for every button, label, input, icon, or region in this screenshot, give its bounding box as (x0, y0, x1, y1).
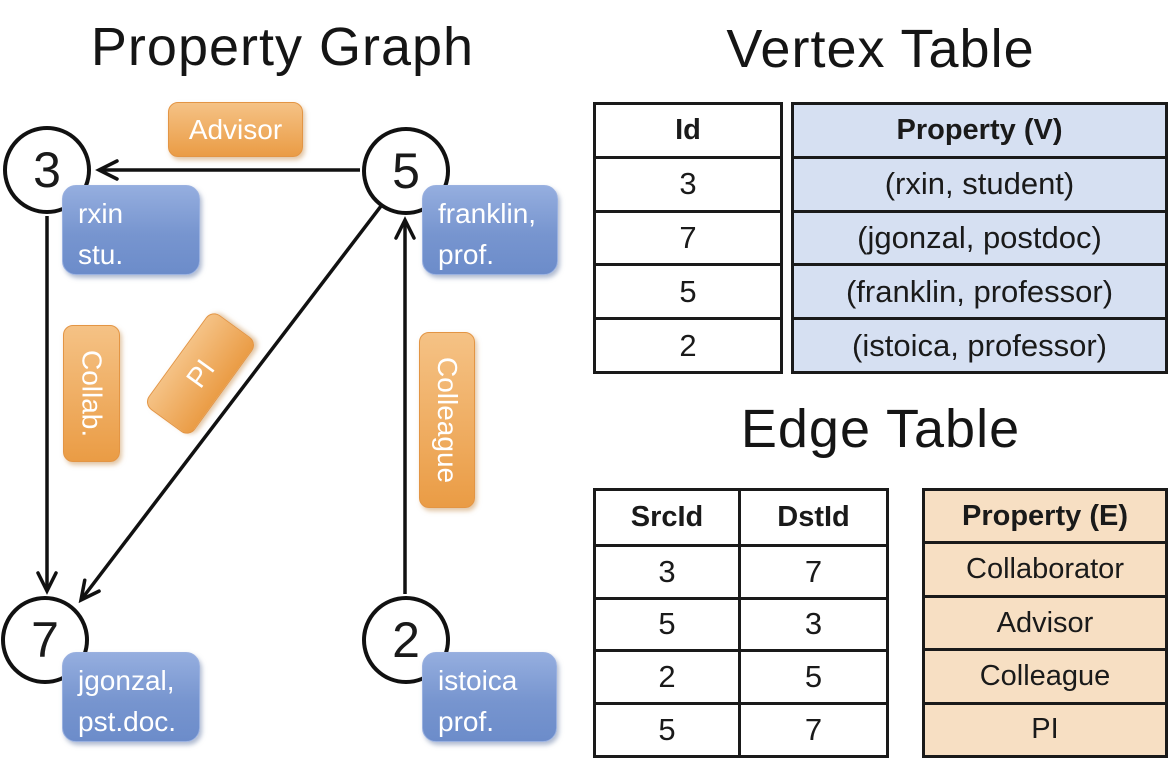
edge-label-text: PI (179, 353, 221, 394)
node-7-label: 7 (31, 612, 59, 668)
vertex-table-id-cell: 5 (596, 263, 780, 317)
vertex-table-property-cell: (rxin, student) (794, 155, 1165, 210)
vertex-property-box-istoica: istoica prof. (422, 652, 557, 742)
vertex-table-id-cell: 7 (596, 209, 780, 264)
vertex-table-property-header: Property (V) (794, 105, 1165, 156)
edge-table-id-columns: SrcId DstId 3 7 5 3 2 5 5 7 (593, 488, 889, 758)
node-2-label: 2 (392, 612, 420, 668)
vertex-table-property-column: Property (V) (rxin, student) (jgonzal, p… (791, 102, 1168, 374)
vertex-property-line: prof. (438, 238, 495, 270)
vertex-table-property-cell: (jgonzal, postdoc) (794, 209, 1165, 264)
vertex-table-title: Vertex Table (726, 19, 1035, 79)
graph-node-5: 5 (362, 127, 450, 215)
node-3-label: 3 (33, 142, 61, 198)
edge-5-to-7-pi (78, 204, 383, 604)
vertex-property-line: franklin, (438, 198, 537, 229)
vertex-property-line: pst.doc. (78, 705, 177, 737)
vertex-property-line: istoica (438, 665, 518, 696)
vertex-property-box-jgonzal: jgonzal, pst.doc. (62, 652, 200, 742)
edge-table-dst-cell: 7 (741, 702, 886, 755)
vertex-property-line: rxin (78, 198, 124, 229)
edge-table-src-cell: 5 (596, 702, 741, 755)
vertex-property-box-franklin: franklin, prof. (422, 185, 558, 275)
vertex-table-id-column: Id 3 7 5 2 (593, 102, 783, 374)
vertex-property-box-rxin: rxin stu. (62, 185, 200, 275)
edge-table-property-column: Property (E) Collaborator Advisor Collea… (922, 488, 1168, 758)
vertex-table-id-cell: 3 (596, 155, 780, 210)
node-5-label: 5 (392, 143, 420, 199)
edge-label-collab: Collab. (63, 325, 120, 462)
edge-label-colleague: Colleague (419, 332, 475, 508)
edge-table-src-cell: 2 (596, 649, 741, 703)
edge-table-src-header: SrcId (596, 491, 741, 544)
edge-label-text: Advisor (188, 113, 283, 145)
graph-node-2: 2 (362, 596, 450, 684)
vertex-property-line: stu. (78, 238, 124, 270)
edge-table-property-cell: Colleague (925, 648, 1165, 702)
vertex-property-line: prof. (438, 705, 495, 737)
edge-table-dst-header: DstId (777, 500, 850, 533)
edge-table-property-cell: PI (925, 701, 1165, 756)
edge-table-src-cell: 3 (596, 543, 741, 597)
edge-table-property-cell: Advisor (925, 594, 1165, 649)
edge-table-title: Edge Table (740, 399, 1021, 459)
edge-label-text: Collab. (76, 349, 108, 438)
edge-label-text: Colleague (432, 356, 463, 484)
edge-label-advisor: Advisor (168, 102, 303, 157)
property-graph-title: Property Graph (90, 17, 475, 77)
edge-table-property-cell: Collaborator (925, 541, 1165, 595)
edge-table-property-header: Property (E) (925, 491, 1165, 542)
edge-table-dst-cell: 3 (741, 596, 886, 650)
edge-table-src-cell: 5 (596, 596, 741, 650)
edge-table-dst-cell: 5 (741, 649, 886, 702)
vertex-table-property-cell: (franklin, professor) (794, 263, 1165, 318)
vertex-property-line: jgonzal, (78, 665, 175, 696)
vertex-table-property-cell: (istoica, professor) (794, 317, 1165, 371)
vertex-table-id-header: Id (675, 113, 701, 146)
edge-table-dst-cell: 7 (741, 543, 886, 597)
vertex-table-id-cell: 2 (596, 317, 780, 371)
